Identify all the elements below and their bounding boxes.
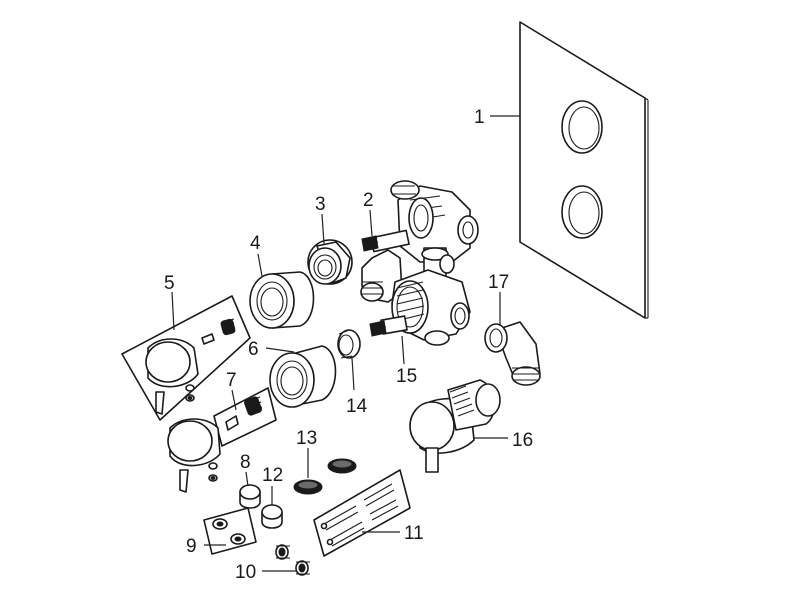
valve-body bbox=[360, 180, 479, 346]
callout-13: 13 bbox=[296, 428, 317, 449]
leader-lines bbox=[171, 115, 520, 572]
part-12-cap bbox=[261, 504, 283, 529]
part-17-connector bbox=[484, 321, 541, 386]
callout-7: 7 bbox=[226, 370, 237, 391]
callout-4: 4 bbox=[250, 233, 261, 254]
part-9-washers bbox=[203, 507, 257, 555]
callout-1: 1 bbox=[474, 107, 485, 128]
part-4-shroud bbox=[249, 271, 315, 329]
callout-14: 14 bbox=[346, 396, 368, 417]
part-6-shroud bbox=[269, 345, 337, 408]
part-5-handle-kit bbox=[121, 295, 251, 421]
callout-2: 2 bbox=[363, 190, 374, 211]
callout-10: 10 bbox=[235, 562, 256, 583]
callout-9: 9 bbox=[186, 536, 197, 557]
callout-15: 15 bbox=[396, 366, 417, 387]
callout-12: 12 bbox=[262, 465, 283, 486]
part-14-ring bbox=[337, 329, 361, 359]
part-16-elbow bbox=[409, 379, 501, 473]
callout-3: 3 bbox=[315, 194, 326, 215]
callout-5: 5 bbox=[164, 273, 175, 294]
callout-6: 6 bbox=[248, 339, 259, 360]
part-3-bezel bbox=[307, 239, 353, 285]
part-13-seals bbox=[293, 458, 357, 495]
part-7-handle-kit bbox=[167, 387, 277, 493]
part-10-filters bbox=[275, 544, 310, 576]
callout-11: 11 bbox=[404, 523, 424, 544]
callout-17: 17 bbox=[488, 272, 509, 293]
callout-labels: 1 2 3 4 5 6 7 8 9 10 11 12 13 14 15 16 1… bbox=[164, 107, 533, 583]
part-8-cap bbox=[239, 484, 261, 509]
callout-16: 16 bbox=[512, 430, 533, 451]
part-1-cover-plate bbox=[519, 21, 649, 319]
callout-8: 8 bbox=[240, 452, 251, 473]
part-11-screws bbox=[313, 469, 411, 557]
